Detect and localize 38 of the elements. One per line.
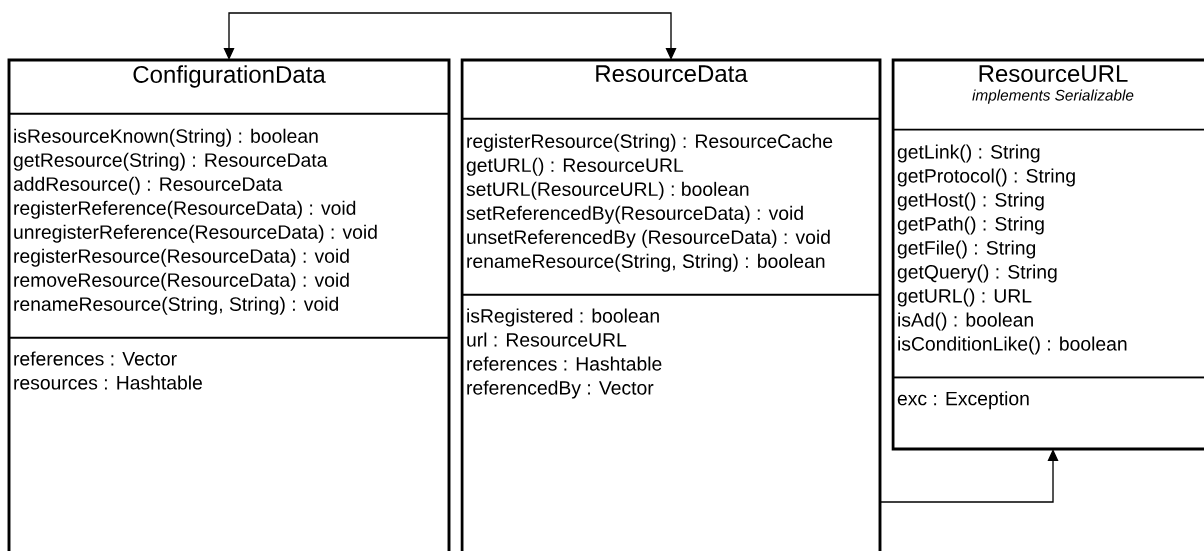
class-name: ResourceData <box>596 65 748 83</box>
method-text: renameResource(String, String) : void <box>14 296 338 315</box>
method-text: getProtocol() : String <box>897 168 1075 187</box>
attribute-text: references : Vector <box>14 351 177 366</box>
method-text: getHost() : String <box>897 192 1044 211</box>
arrow <box>223 12 677 60</box>
stereotype-text: implements Serializable <box>972 89 1134 104</box>
method-text: getQuery() : String <box>897 264 1057 283</box>
method-text: setURL(ResourceURL) : boolean <box>466 181 749 200</box>
attribute-text: isRegistered : boolean <box>467 308 659 327</box>
class-box <box>460 58 882 551</box>
class-name: ConfigurationData <box>133 65 326 88</box>
attribute-text: exc : Exception <box>897 391 1029 410</box>
method-text: getLink() : String <box>897 144 1040 163</box>
method-text: addResource() : ResourceData <box>13 176 283 195</box>
method-text: unsetReferencedBy (ResourceData) : void <box>467 229 830 248</box>
method-text: isAd() : boolean <box>898 312 1033 331</box>
method-text: unregisterReference(ResourceData) : void <box>14 224 377 243</box>
method-text: getURL() : ResourceURL <box>466 157 684 176</box>
method-text: isResourceKnown(String) : boolean <box>14 128 318 147</box>
method-text: registerResource(String) : ResourceCache <box>467 133 833 152</box>
method-text: setReferencedBy(ResourceData) : void <box>466 205 803 224</box>
class-name: ResourceURL <box>979 65 1128 83</box>
class-box <box>891 58 1204 451</box>
method-text: isConditionLike() : boolean <box>898 336 1127 355</box>
attribute-text: referencedBy : Vector <box>467 380 654 399</box>
method-text: getFile() : String <box>897 240 1036 259</box>
method-text: getPath() : String <box>897 216 1044 235</box>
method-text: getResource(String) : ResourceData <box>13 152 328 171</box>
method-text: removeResource(ResourceData) : void <box>14 272 349 291</box>
attribute-text: url : ResourceURL <box>467 332 627 347</box>
method-text: renameResource(String, String) : boolean <box>467 253 825 272</box>
method-text: getURL() : URL <box>897 288 1032 307</box>
attribute-text: resources : Hashtable <box>14 375 202 390</box>
class-box <box>7 58 451 551</box>
attribute-text: references : Hashtable <box>467 356 662 371</box>
method-text: registerReference(ResourceData) : void <box>14 200 356 219</box>
method-text: registerResource(ResourceData) : void <box>14 248 349 267</box>
